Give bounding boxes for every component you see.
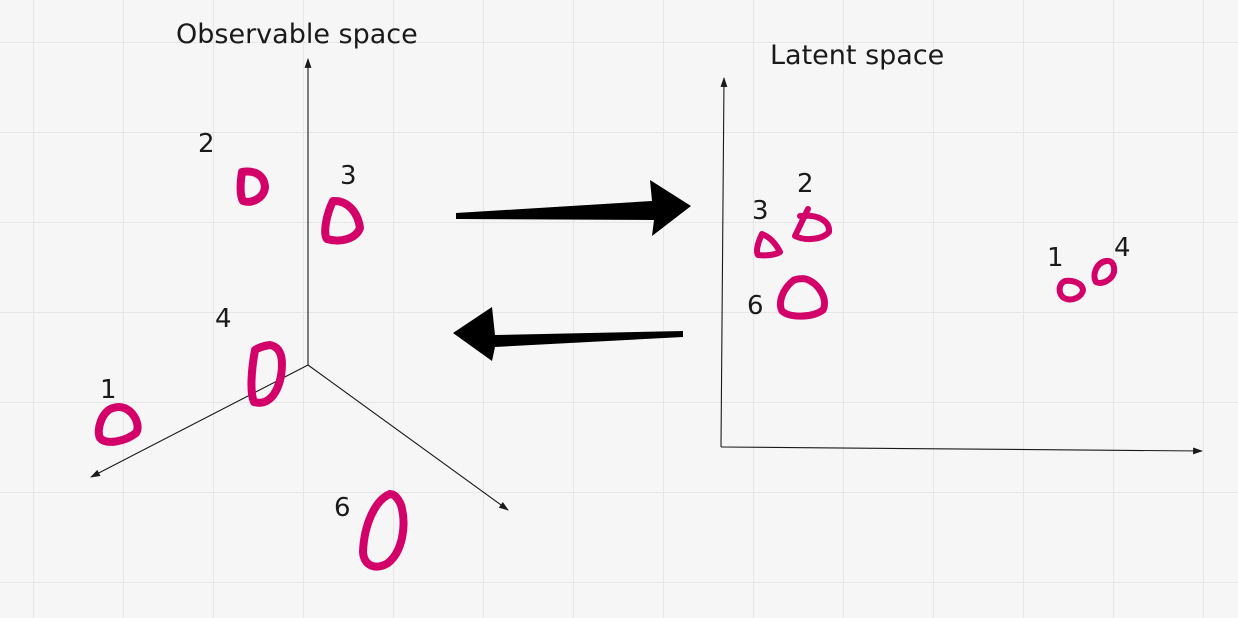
latent-space-title: Latent space (770, 40, 944, 71)
latent-point-marker-6 (777, 275, 828, 320)
observable-space-title: Observable space (176, 19, 418, 50)
latent-points: 1 2 3 4 6 (747, 169, 1131, 321)
latent-point-label-2: 2 (797, 169, 814, 199)
observable-point-marker-6 (359, 490, 408, 571)
observable-x-axis (90, 364, 309, 478)
latent-point-label-6: 6 (747, 291, 764, 321)
observable-axes (90, 58, 509, 511)
observable-point-label-3: 3 (340, 161, 357, 191)
observable-point-marker-3 (321, 197, 364, 245)
latent-axes (720, 77, 1203, 455)
latent-point-label-1: 1 (1047, 243, 1064, 273)
observable-points: 1 2 3 4 6 (94, 129, 408, 571)
latent-point-marker-2 (792, 206, 832, 243)
latent-point-label-4: 4 (1114, 233, 1131, 263)
mapping-arrows (453, 180, 691, 361)
observable-point-label-4: 4 (215, 304, 232, 334)
latent-point-marker-1 (1056, 277, 1086, 303)
observable-point-label-6: 6 (334, 493, 351, 523)
observable-y-axis (307, 364, 509, 511)
latent-point-marker-3 (754, 231, 783, 259)
observable-point-marker-2 (236, 167, 269, 206)
observable-point-marker-1 (94, 403, 142, 446)
right-arrow-icon (456, 180, 691, 236)
latent-space-panel: Latent space 1 2 3 4 6 (720, 40, 1203, 455)
latent-point-marker-4 (1091, 257, 1118, 286)
latent-x-axis (720, 446, 1203, 455)
latent-point-label-3: 3 (752, 196, 769, 226)
observable-point-label-2: 2 (198, 129, 215, 159)
observable-space-panel: Observable space 1 2 3 4 6 (90, 19, 509, 571)
left-arrow-icon (453, 307, 683, 361)
latent-y-axis (720, 77, 728, 448)
observable-point-marker-4 (247, 341, 286, 407)
observable-point-label-1: 1 (100, 375, 117, 405)
